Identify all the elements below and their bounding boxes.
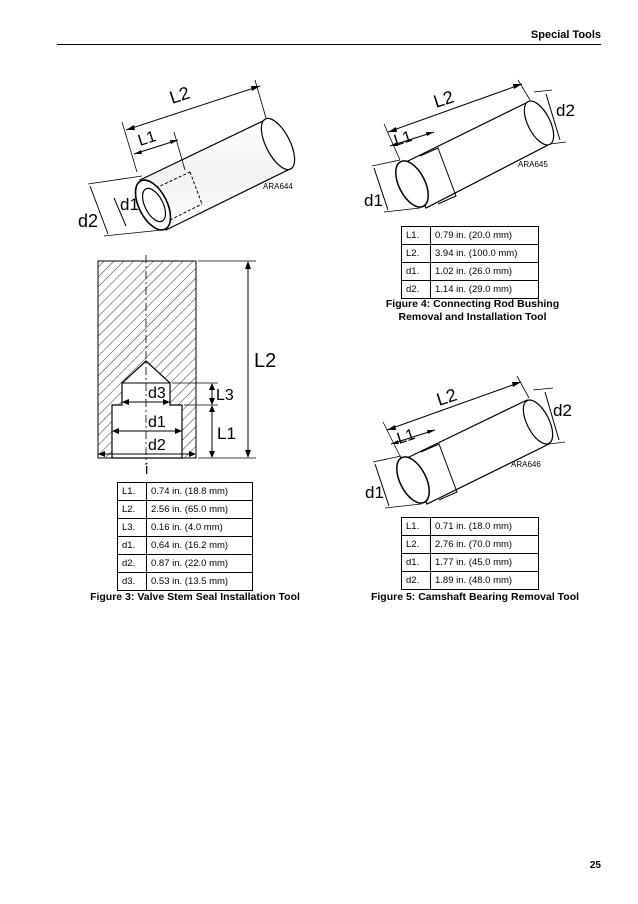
- table-cell-value: 2.56 in. (65.0 mm): [146, 500, 253, 519]
- figure3-section-label-i: i: [145, 461, 148, 478]
- figure3-top-label-d2: d2: [78, 211, 98, 231]
- table-row: d3.0.53 in. (13.5 mm): [117, 572, 253, 591]
- figure3-top-label-d1: d1: [120, 195, 139, 214]
- figure5-label-d1: d1: [365, 483, 384, 502]
- table-cell-value: 0.71 in. (18.0 mm): [430, 517, 539, 536]
- table-cell-key: L1.: [401, 226, 431, 245]
- table-cell-value: 1.77 in. (45.0 mm): [430, 553, 539, 572]
- table-cell-value: 0.79 in. (20.0 mm): [430, 226, 539, 245]
- figure4-code: ARA645: [518, 160, 548, 169]
- figure3-section-label-d3: d3: [148, 385, 166, 402]
- figure3-code: ARA644: [263, 182, 293, 191]
- table-row: L2.3.94 in. (100.0 mm): [401, 244, 539, 263]
- table-cell-key: d2.: [117, 554, 147, 573]
- figure3-top-label-L1: L1: [136, 128, 158, 150]
- table-cell-value: 1.89 in. (48.0 mm): [430, 571, 539, 590]
- table-row: d1.1.02 in. (26.0 mm): [401, 262, 539, 281]
- table-cell-key: L2.: [401, 535, 431, 554]
- table-cell-key: d1.: [401, 553, 431, 572]
- table-cell-value: 0.16 in. (4.0 mm): [146, 518, 253, 537]
- table-cell-key: d3.: [117, 572, 147, 591]
- table-cell-key: d1.: [401, 262, 431, 281]
- table-row: d1.1.77 in. (45.0 mm): [401, 553, 539, 572]
- figure5-label-d2: d2: [553, 401, 572, 420]
- table-row: d2.1.89 in. (48.0 mm): [401, 571, 539, 590]
- table-row: d1.0.64 in. (16.2 mm): [117, 536, 253, 555]
- figure3-tube-drawing: L2 L1 d2 d1 ARA644: [78, 79, 296, 237]
- figure4-label-L2: L2: [431, 87, 456, 112]
- table-cell-value: 3.94 in. (100.0 mm): [430, 244, 539, 263]
- table-cell-value: 0.74 in. (18.8 mm): [146, 482, 253, 501]
- figure5-tube-drawing: L2 L1 d2 d1 ARA646: [365, 375, 572, 509]
- figure4-caption-line2: Removal and Installation Tool: [398, 311, 547, 323]
- figure3-caption: Figure 3: Valve Stem Seal Installation T…: [90, 591, 300, 603]
- table-cell-value: 0.64 in. (16.2 mm): [146, 536, 253, 555]
- figure4-spec-table: L1.0.79 in. (20.0 mm) L2.3.94 in. (100.0…: [401, 226, 539, 299]
- figure3-section-label-L1: L1: [217, 424, 236, 443]
- figure4-caption-line1: Figure 4: Connecting Rod Bushing: [385, 298, 560, 310]
- table-row: L1.0.74 in. (18.8 mm): [117, 482, 253, 501]
- table-row: L1.0.79 in. (20.0 mm): [401, 226, 539, 245]
- figure4-label-d2: d2: [556, 101, 575, 120]
- table-row: L2.2.76 in. (70.0 mm): [401, 535, 539, 554]
- table-row: d2.0.87 in. (22.0 mm): [117, 554, 253, 573]
- figure4-label-L1: L1: [392, 128, 414, 150]
- figure3-section-label-d1: d1: [148, 414, 166, 431]
- figure3-spec-table: L1.0.74 in. (18.8 mm) L2.2.56 in. (65.0 …: [117, 482, 253, 591]
- figure5-label-L2: L2: [434, 385, 459, 410]
- table-cell-key: L2.: [117, 500, 147, 519]
- figure3-top-label-L2: L2: [167, 83, 192, 108]
- figure5-spec-table: L1.0.71 in. (18.0 mm) L2.2.76 in. (70.0 …: [401, 517, 539, 590]
- header-rule: [57, 44, 601, 45]
- figure3-section-label-d2: d2: [148, 437, 166, 454]
- figure5-label-L1: L1: [395, 426, 417, 448]
- figure4-label-d1: d1: [364, 191, 383, 210]
- table-cell-key: L1.: [117, 482, 147, 501]
- header-title: Special Tools: [530, 29, 601, 41]
- figure3-section-label-L2: L2: [254, 350, 276, 372]
- table-cell-key: d1.: [117, 536, 147, 555]
- table-cell-value: 1.02 in. (26.0 mm): [430, 262, 539, 281]
- table-cell-key: L1.: [401, 517, 431, 536]
- table-row: L3.0.16 in. (4.0 mm): [117, 518, 253, 537]
- table-cell-value: 0.53 in. (13.5 mm): [146, 572, 253, 591]
- figure5-caption: Figure 5: Camshaft Bearing Removal Tool: [370, 591, 580, 603]
- table-row: L2.2.56 in. (65.0 mm): [117, 500, 253, 519]
- table-cell-key: L2.: [401, 244, 431, 263]
- page-number: 25: [589, 860, 601, 871]
- table-cell-key: L3.: [117, 518, 147, 537]
- figure4-caption: Figure 4: Connecting Rod Bushing Removal…: [360, 298, 585, 324]
- figure3-section-label-L3: L3: [216, 387, 234, 404]
- table-cell-key: d2.: [401, 571, 431, 590]
- table-row: d2.1.14 in. (29.0 mm): [401, 280, 539, 299]
- table-row: L1.0.71 in. (18.0 mm): [401, 517, 539, 536]
- figure4-tube-drawing: L2 L1 d2 d1 ARA645: [364, 79, 575, 213]
- table-cell-value: 2.76 in. (70.0 mm): [430, 535, 539, 554]
- figure3-section-drawing: L2 L3 L1 d3 d1 d2 i: [97, 255, 276, 478]
- table-cell-key: d2.: [401, 280, 431, 299]
- table-cell-value: 0.87 in. (22.0 mm): [146, 554, 253, 573]
- figure5-code: ARA646: [511, 460, 541, 469]
- table-cell-value: 1.14 in. (29.0 mm): [430, 280, 539, 299]
